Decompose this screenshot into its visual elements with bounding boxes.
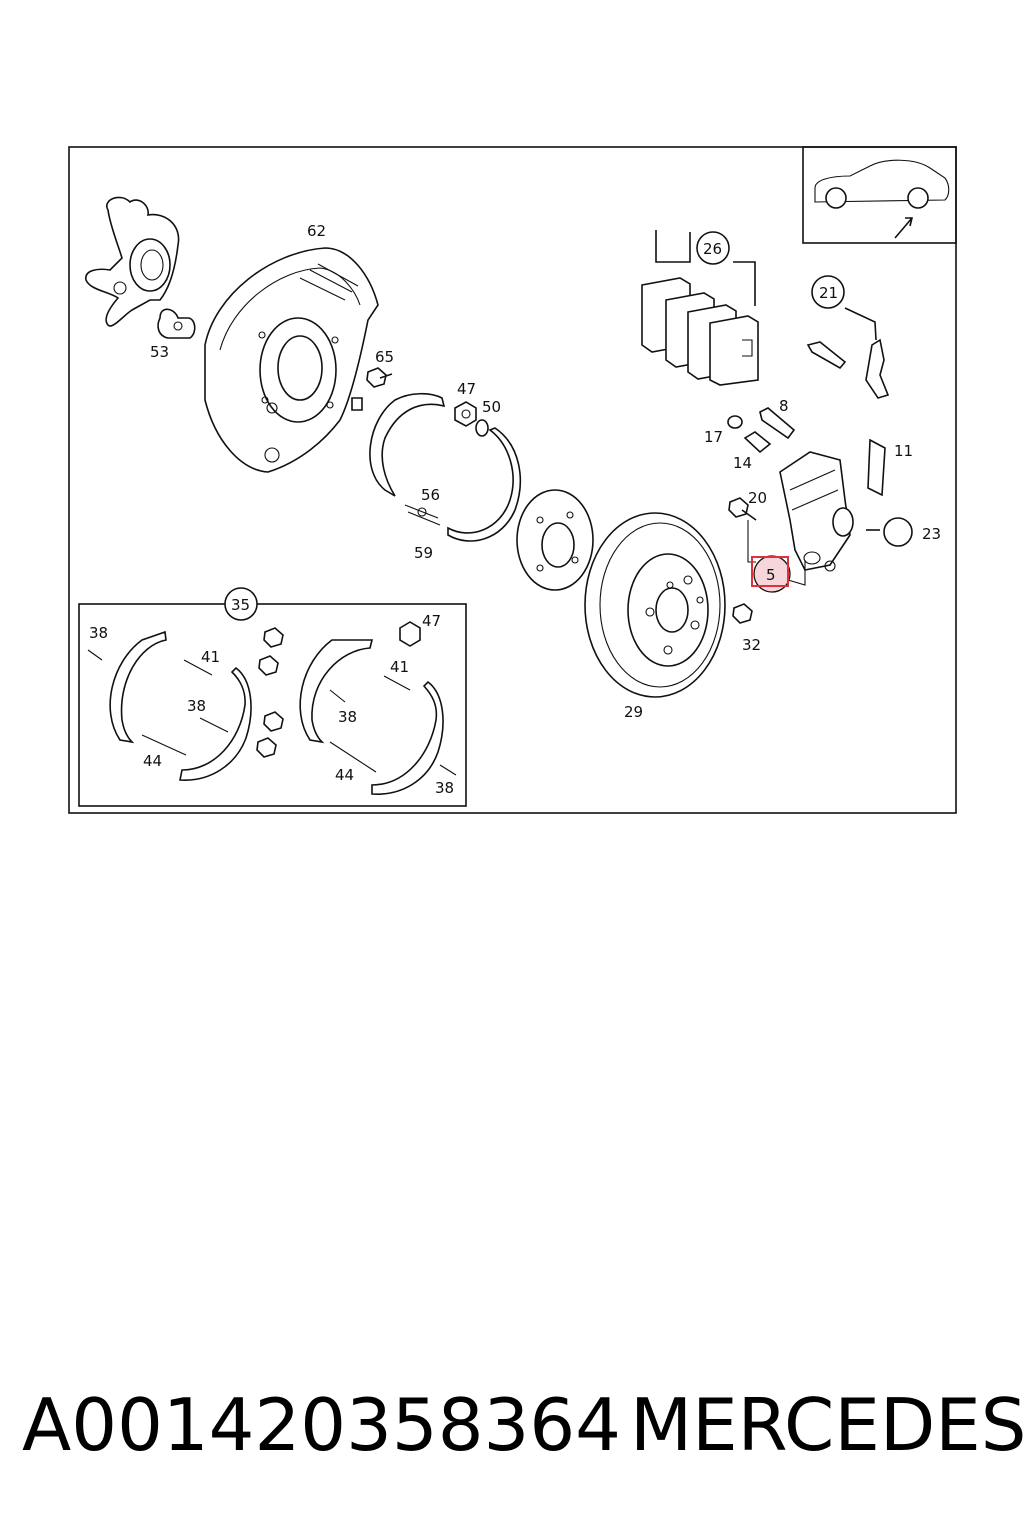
label-32: 32 [742, 636, 761, 654]
label-38: 38 [435, 779, 454, 797]
label-44: 44 [143, 752, 162, 770]
part-5-highlight-box[interactable] [751, 556, 789, 587]
label-8: 8 [779, 397, 789, 415]
wrench-icon [866, 517, 913, 547]
part-47-50-nut [454, 401, 489, 437]
label-47: 47 [422, 612, 441, 630]
label-62: 62 [307, 222, 326, 240]
part-21-pin-kit [806, 307, 890, 399]
label-23: 23 [922, 525, 941, 543]
label-44: 44 [335, 766, 354, 784]
label-41: 41 [201, 648, 220, 666]
part-8-14-17-bolts [727, 407, 796, 454]
label-56: 56 [421, 486, 440, 504]
label-41: 41 [390, 658, 409, 676]
label-59: 59 [414, 544, 433, 562]
callout-circle-35 [224, 587, 258, 621]
label-20: 20 [748, 489, 767, 507]
label-50: 50 [482, 398, 501, 416]
diagram-frame [68, 146, 957, 814]
label-21: 21 [819, 284, 838, 302]
wheel-hub [516, 489, 594, 591]
callout-circle-21 [811, 275, 845, 309]
part-parking-brake-shoes [369, 392, 522, 542]
steering-knuckle [85, 196, 180, 327]
caption-bar: A001420358364 MERCEDES [0, 1370, 1024, 1480]
label-38: 38 [187, 697, 206, 715]
part-number: A001420358364 [22, 1383, 621, 1467]
part-29-brake-disc [584, 512, 726, 698]
part-35-shoe-kit-inset [78, 603, 467, 807]
callout-circle-26 [696, 231, 730, 265]
part-65-bolt [366, 367, 393, 388]
part-32-bolt [732, 603, 753, 624]
label-14: 14 [733, 454, 752, 472]
label-53: 53 [150, 343, 169, 361]
label-5[interactable]: 5 [766, 566, 776, 584]
part-62-backing-plate [204, 247, 379, 473]
label-38: 38 [89, 624, 108, 642]
part-20-bolt [728, 497, 806, 586]
label-11: 11 [894, 442, 913, 460]
label-26: 26 [703, 240, 722, 258]
car-location-inset [802, 146, 957, 244]
label-35: 35 [231, 596, 250, 614]
brake-caliper [779, 438, 886, 572]
label-17: 17 [704, 428, 723, 446]
part-53-bracket [157, 308, 196, 339]
brand-name: MERCEDES [630, 1383, 1024, 1467]
part-26-brake-pads [641, 230, 759, 386]
label-38: 38 [338, 708, 357, 726]
brake-exploded-diagram: 62 53 65 47 50 56 59 26 21 8 17 14 11 20… [68, 146, 957, 814]
label-29: 29 [624, 703, 643, 721]
label-47: 47 [457, 380, 476, 398]
label-65: 65 [375, 348, 394, 366]
part-5-highlighted[interactable] [751, 555, 791, 593]
